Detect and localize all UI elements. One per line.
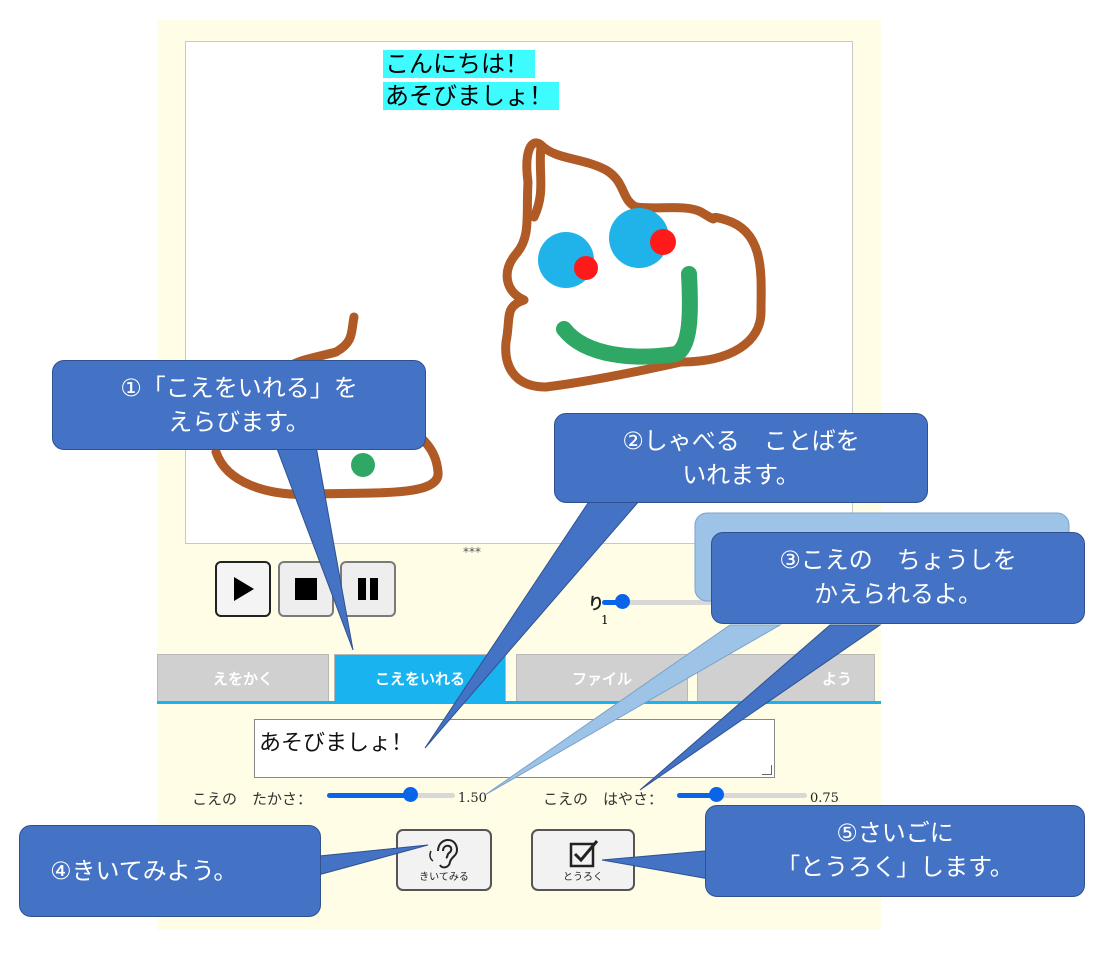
- speed-slider-thumb[interactable]: [709, 787, 724, 802]
- callout-2-line-1: ②しゃべる ことばを: [622, 427, 860, 455]
- register-button-label: とうろく: [563, 872, 603, 883]
- tab-draw[interactable]: えをかく: [157, 654, 329, 702]
- speed-label: こえの はやさ：: [543, 790, 664, 808]
- pitch-slider[interactable]: [327, 787, 455, 802]
- speech-text-value: あそびましょ！: [259, 731, 414, 756]
- checkbox-icon: [569, 840, 599, 868]
- speed-slider[interactable]: [677, 787, 807, 802]
- play-button[interactable]: [215, 561, 271, 617]
- resize-handle-dots[interactable]: ***: [463, 545, 481, 559]
- callout-5: ⑤さいごに 「とうろく」します。: [705, 805, 1085, 897]
- play-icon: [234, 577, 254, 601]
- pitch-value: 1.50: [458, 791, 487, 806]
- resize-grip-icon[interactable]: [762, 765, 772, 775]
- speech-line-2: あそびましょ！: [383, 82, 559, 110]
- callout-5-line-1: ⑤さいごに: [836, 819, 954, 847]
- callout-3-line-2: かえられるよ。: [814, 580, 982, 608]
- pitch-label: こえの たかさ：: [192, 790, 313, 808]
- partial-slider-label: り: [588, 594, 605, 613]
- stop-icon: [295, 578, 317, 600]
- callout-3-line-1: ③こえの ちょうしを: [779, 546, 1017, 574]
- callout-1-line-1: ①「こえをいれる」を: [120, 374, 358, 402]
- speech-line-1: こんにちは！: [383, 50, 535, 78]
- pitch-slider-thumb[interactable]: [403, 787, 419, 802]
- callout-1-line-2: えらびます。: [168, 408, 310, 436]
- callout-5-line-2: 「とうろく」します。: [776, 853, 1014, 881]
- pause-icon: [358, 578, 378, 600]
- playback-slider-value: 1: [601, 613, 609, 627]
- callout-2: ②しゃべる ことばを いれます。: [554, 413, 928, 503]
- callout-4: ④きいてみよう。: [19, 825, 321, 917]
- ear-icon: [429, 838, 459, 869]
- pause-button[interactable]: [340, 561, 396, 617]
- callout-2-line-2: いれます。: [682, 461, 800, 489]
- callout-3: ③こえの ちょうしを かえられるよ。: [711, 532, 1085, 624]
- listen-button[interactable]: きいてみる: [396, 829, 492, 891]
- drawing-illustration: [211, 138, 766, 499]
- playback-slider-thumb[interactable]: [615, 594, 630, 609]
- playback-slider[interactable]: [602, 593, 722, 613]
- listen-button-label: きいてみる: [419, 872, 469, 883]
- tab-underline: [157, 701, 881, 704]
- speed-value: 0.75: [810, 791, 839, 806]
- callout-1: ①「こえをいれる」を えらびます。: [52, 360, 426, 450]
